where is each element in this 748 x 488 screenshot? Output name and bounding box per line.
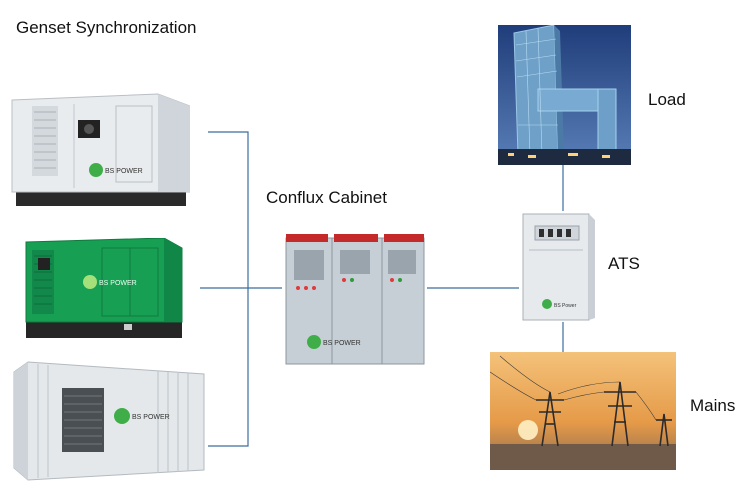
ats-label: ATS <box>608 254 640 273</box>
conflux-cabinet: BS POWER <box>284 230 426 366</box>
svg-text:BS POWER: BS POWER <box>99 280 137 287</box>
mains-label: Mains <box>690 396 736 415</box>
white-genset: BS POWER <box>8 92 190 210</box>
load-label: Load <box>648 90 686 109</box>
container-genset: BS POWER <box>8 360 206 482</box>
ats-cabinet: BS Power <box>519 208 595 322</box>
svg-text:BS POWER: BS POWER <box>323 340 361 347</box>
white-genset-image: BS POWER <box>11 93 190 206</box>
bs-power-logo-icon <box>89 163 103 177</box>
ats-cabinet-image: BS Power <box>522 213 595 321</box>
conflux-cabinet-image: BS POWER <box>285 234 425 365</box>
svg-text:BS POWER: BS POWER <box>132 414 170 421</box>
mains-pylons <box>490 352 676 470</box>
load-building <box>498 25 631 165</box>
green-genset-image: BS POWER <box>25 238 183 338</box>
conflux-cabinet-label: Conflux Cabinet <box>266 188 387 207</box>
genset-bus-line <box>208 131 249 447</box>
mains-pylons-image <box>490 352 676 470</box>
svg-text:BS Power: BS Power <box>554 303 577 309</box>
page-title: Genset Synchronization <box>16 18 197 37</box>
container-genset-image: BS POWER <box>13 361 205 481</box>
load-building-image <box>498 25 631 165</box>
svg-text:BS POWER: BS POWER <box>105 168 143 175</box>
green-genset: BS POWER <box>24 238 184 342</box>
